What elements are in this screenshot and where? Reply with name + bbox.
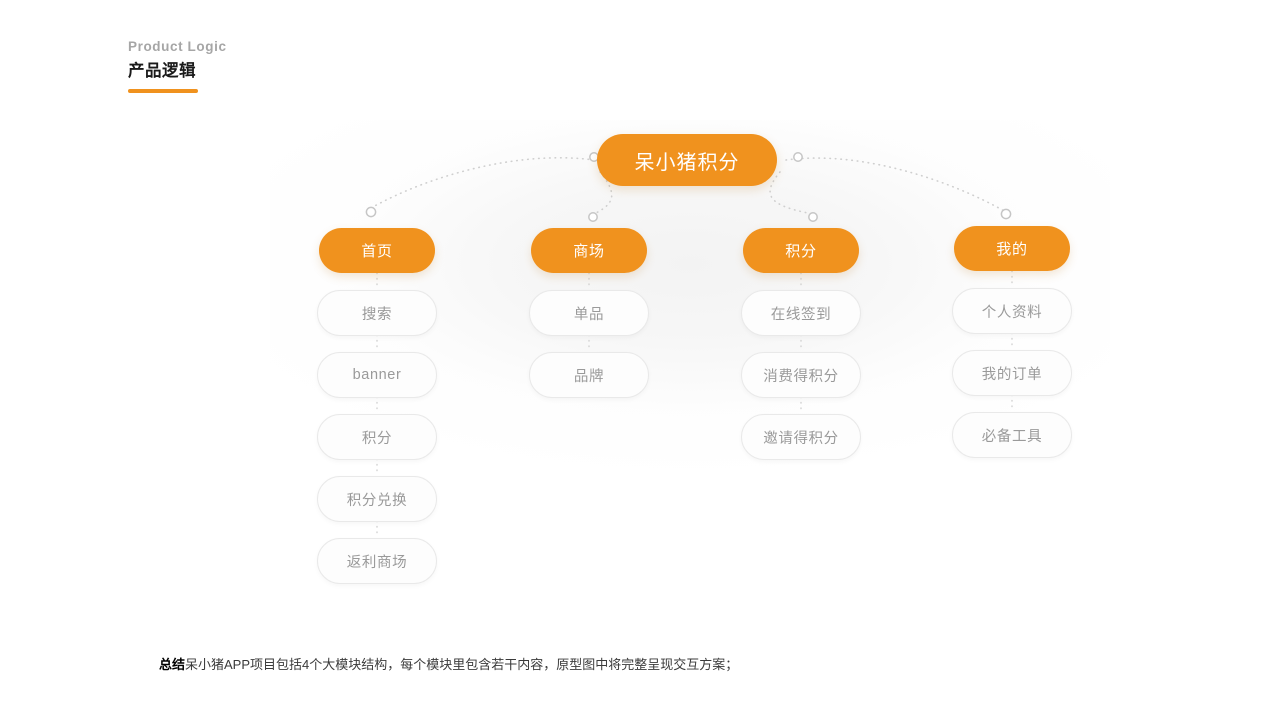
- child-node-2-2[interactable]: 品牌: [529, 352, 649, 398]
- branch-node-4[interactable]: 我的: [954, 226, 1070, 271]
- child-node-3-1[interactable]: 在线签到: [741, 290, 861, 336]
- child-node-1-1[interactable]: 搜索: [317, 290, 437, 336]
- child-node-3-3[interactable]: 邀请得积分: [741, 414, 861, 460]
- child-node-1-2[interactable]: banner: [317, 352, 437, 398]
- child-node-1-5[interactable]: 返利商场: [317, 538, 437, 584]
- summary-label: 总结: [159, 657, 186, 672]
- page-header: Product Logic 产品逻辑: [128, 38, 227, 93]
- branch-node-3[interactable]: 积分: [743, 228, 859, 273]
- branch-node-2[interactable]: 商场: [531, 228, 647, 273]
- branch-node-1[interactable]: 首页: [319, 228, 435, 273]
- child-node-2-1[interactable]: 单品: [529, 290, 649, 336]
- child-node-3-2[interactable]: 消费得积分: [741, 352, 861, 398]
- child-node-4-2[interactable]: 我的订单: [952, 350, 1072, 396]
- diagram-root-node[interactable]: 呆小猪积分: [597, 134, 777, 186]
- child-node-1-3[interactable]: 积分: [317, 414, 437, 460]
- header-eyebrow: Product Logic: [128, 39, 227, 54]
- page-title: 产品逻辑: [128, 62, 196, 80]
- child-node-4-1[interactable]: 个人资料: [952, 288, 1072, 334]
- child-node-4-3[interactable]: 必备工具: [952, 412, 1072, 458]
- summary-text: 呆小猪APP项目包括4个大模块结构，每个模块里包含若干内容，原型图中将完整呈现交…: [185, 657, 739, 672]
- summary-footer: 总结呆小猪APP项目包括4个大模块结构，每个模块里包含若干内容，原型图中将完整呈…: [159, 656, 738, 674]
- title-underline-bar: [128, 89, 198, 93]
- child-node-1-4[interactable]: 积分兑换: [317, 476, 437, 522]
